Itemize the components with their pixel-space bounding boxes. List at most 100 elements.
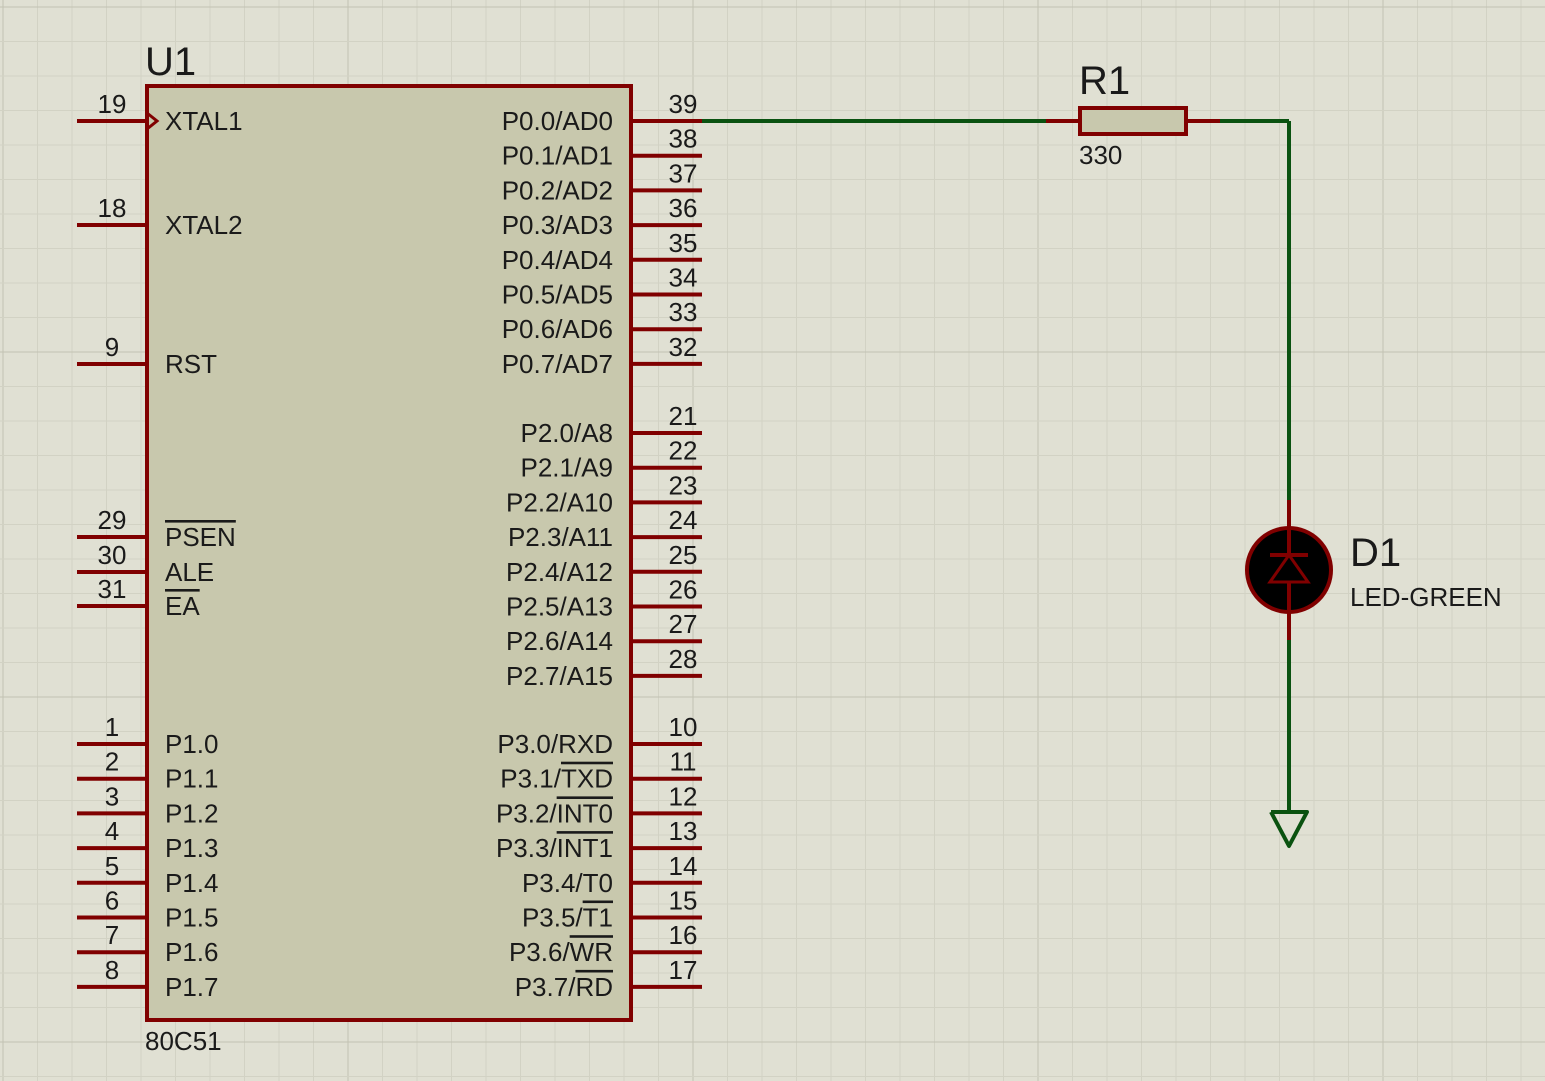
- pin-1-p1-0[interactable]: 1P1.0: [77, 712, 219, 759]
- pin-number-label: 12: [669, 781, 698, 811]
- pin-4-p1-3[interactable]: 4P1.3: [77, 816, 219, 863]
- pin-number-label: 14: [669, 851, 698, 881]
- pin-number-label: 11: [670, 747, 697, 777]
- pin-name-label: P1.1: [165, 764, 219, 794]
- pin-name-label: P3.6/WR: [509, 937, 613, 967]
- ground-icon[interactable]: [1269, 810, 1309, 848]
- pin-number-label: 35: [669, 228, 698, 258]
- u1-microcontroller[interactable]: U1 80C51 19XTAL118XTAL29RST29PSEN30ALE31…: [77, 40, 702, 1056]
- u1-body[interactable]: [145, 84, 633, 1022]
- pin-name-label: RST: [165, 349, 217, 379]
- pin-name-label: P2.1/A9: [520, 453, 613, 483]
- pin-number-label: 2: [105, 747, 119, 777]
- pin-number-label: 22: [669, 436, 698, 466]
- pin-name-label: P1.6: [165, 937, 219, 967]
- pin-8-p1-7[interactable]: 8P1.7: [77, 955, 219, 1002]
- pin-5-p1-4[interactable]: 5P1.4: [77, 851, 219, 898]
- pin-7-p1-6[interactable]: 7P1.6: [77, 920, 219, 967]
- u1-part-label: 80C51: [145, 1026, 222, 1056]
- pin-number-label: 30: [98, 540, 127, 570]
- pin-number-label: 21: [669, 401, 698, 431]
- pin-number-label: 29: [98, 505, 127, 535]
- pin-name-label: P3.3/INT1: [496, 833, 613, 863]
- pin-number-label: 23: [669, 470, 698, 500]
- pin-6-p1-5[interactable]: 6P1.5: [77, 886, 219, 933]
- pin-number-label: 19: [98, 89, 127, 119]
- pin-number-label: 1: [105, 712, 119, 742]
- pin-number-label: 16: [669, 920, 698, 950]
- d1-ref-label: D1: [1350, 531, 1401, 575]
- pin-number-label: 18: [98, 193, 127, 223]
- pin-number-label: 17: [669, 955, 698, 985]
- pin-name-label: P3.1/TXD: [500, 764, 613, 794]
- pin-name-label: EA: [165, 591, 200, 621]
- r1-resistor[interactable]: R1 330: [1046, 59, 1220, 170]
- d1-led[interactable]: D1 LED-GREEN: [1245, 500, 1502, 640]
- clock-input-icon: [146, 111, 160, 131]
- pin-name-label: P1.5: [165, 903, 219, 933]
- pin-name-label: P1.2: [165, 798, 219, 828]
- pin-name-label: P0.5/AD5: [502, 280, 613, 310]
- pin-name-label: P1.0: [165, 729, 219, 759]
- pin-number-label: 27: [669, 609, 698, 639]
- pin-number-label: 7: [105, 920, 119, 950]
- pin-name-label: XTAL1: [165, 106, 243, 136]
- u1-right-pins: 39P0.0/AD038P0.1/AD137P0.2/AD236P0.3/AD3…: [496, 89, 702, 1002]
- pin-name-label: P2.4/A12: [506, 557, 613, 587]
- pin-number-label: 38: [669, 124, 698, 154]
- pin-name-label: P1.3: [165, 833, 219, 863]
- pin-name-label: P2.6/A14: [506, 626, 613, 656]
- pin-name-label: P3.5/T1: [522, 903, 613, 933]
- pin-2-p1-1[interactable]: 2P1.1: [77, 747, 219, 794]
- pin-number-label: 33: [669, 297, 698, 327]
- pin-name-label: P3.2/INT0: [496, 798, 613, 828]
- pin-name-label: PSEN: [165, 522, 236, 552]
- pin-number-label: 5: [105, 851, 119, 881]
- r1-ref-label: R1: [1079, 59, 1130, 103]
- pin-name-label: ALE: [165, 557, 214, 587]
- pin-name-label: P2.0/A8: [520, 418, 613, 448]
- pin-number-label: 31: [98, 574, 127, 604]
- pin-name-label: P2.2/A10: [506, 487, 613, 517]
- pin-name-label: P3.4/T0: [522, 868, 613, 898]
- pin-3-p1-2[interactable]: 3P1.2: [77, 781, 219, 828]
- pin-number-label: 36: [669, 193, 698, 223]
- r1-body[interactable]: [1078, 106, 1188, 136]
- pin-number-label: 37: [669, 158, 698, 188]
- pin-name-label: P3.0/RXD: [497, 729, 613, 759]
- pin-number-label: 39: [669, 89, 698, 119]
- pin-number-label: 3: [105, 781, 119, 811]
- pin-number-label: 26: [669, 575, 698, 605]
